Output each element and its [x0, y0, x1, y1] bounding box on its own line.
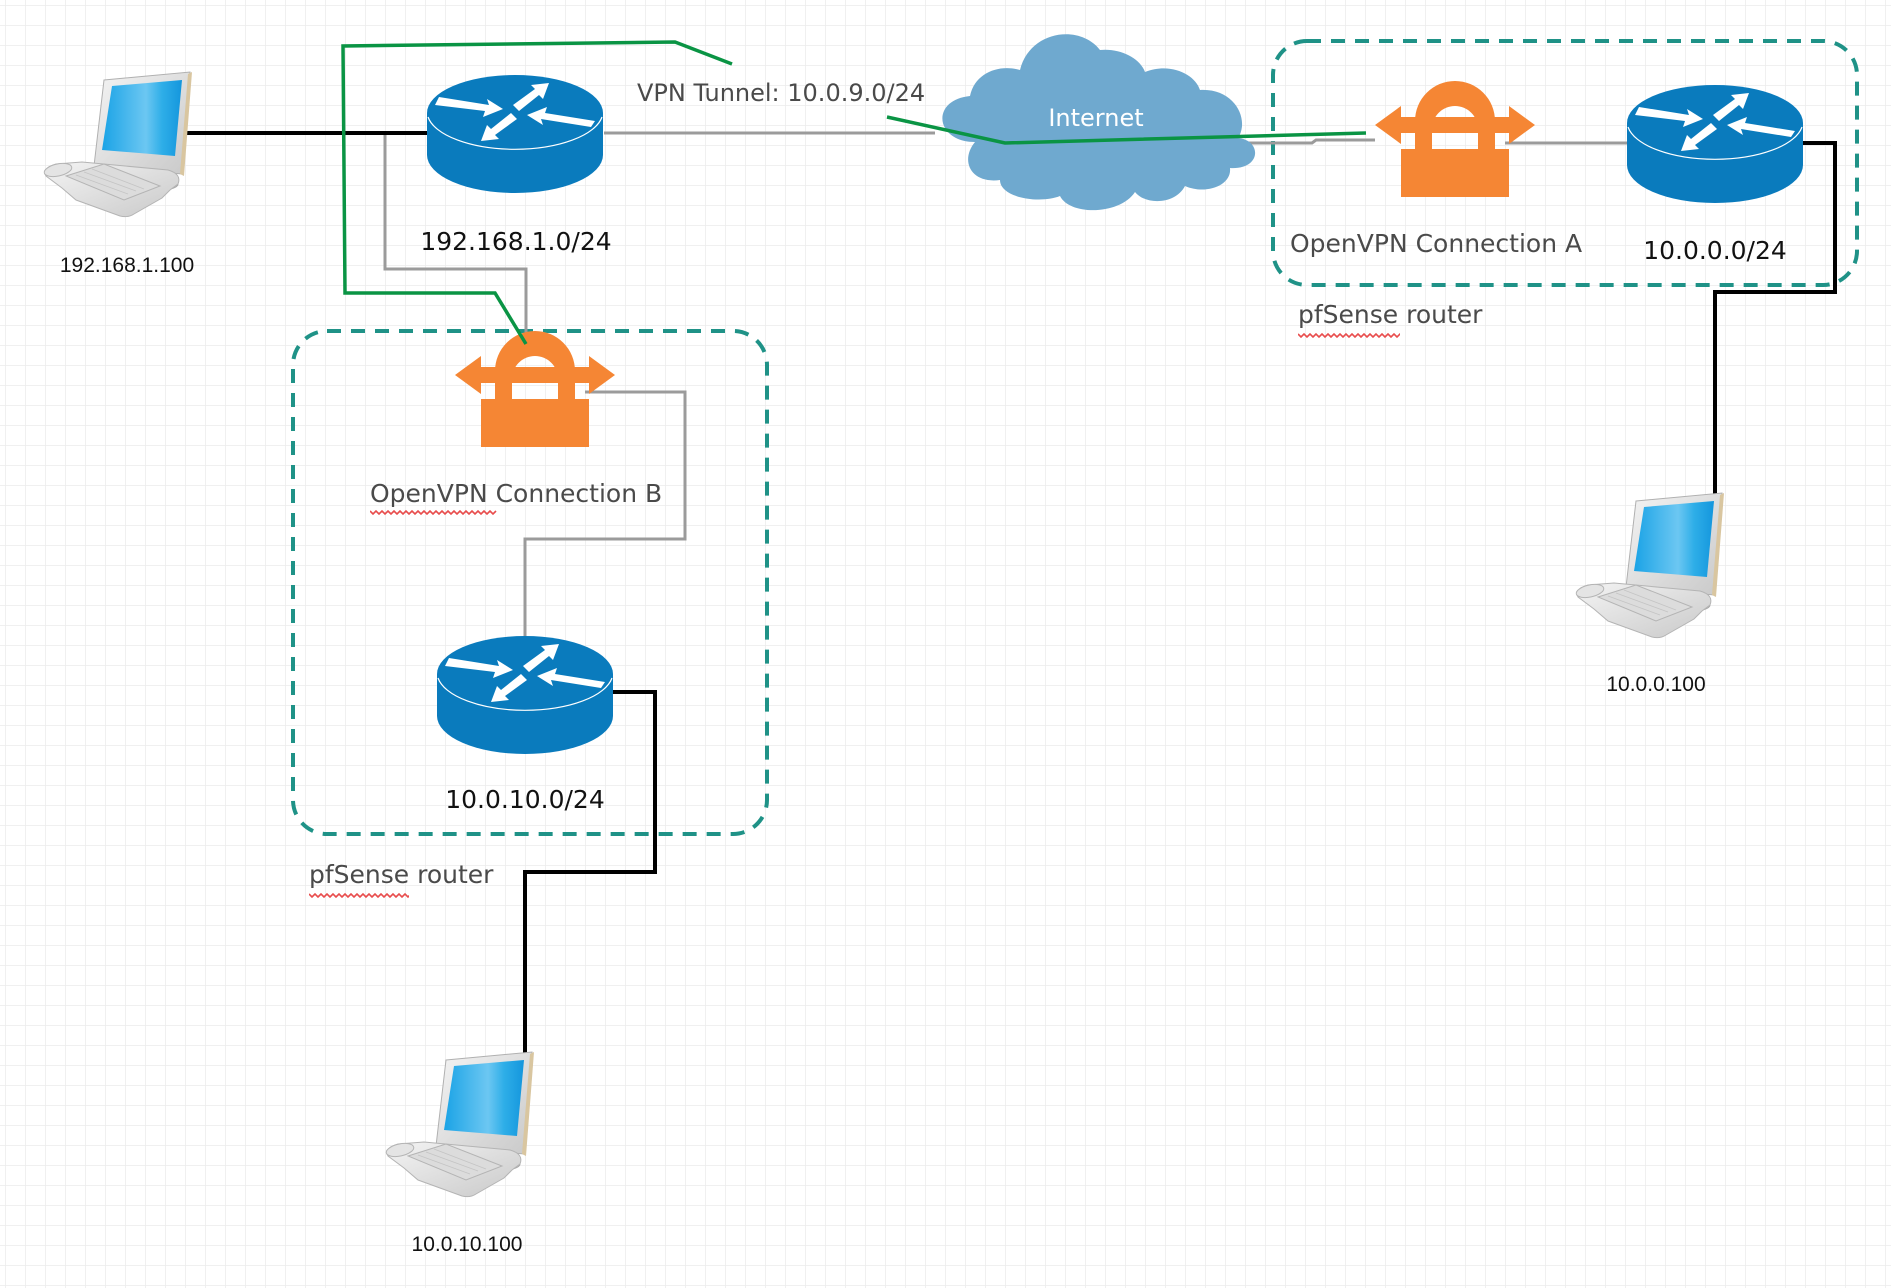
openvpn-a-lock-icon[interactable] — [1375, 81, 1535, 197]
vpn-tunnel-label: VPN Tunnel: 10.0.9.0/24 — [637, 79, 925, 107]
link-internet-to-openvpn-a[interactable] — [1235, 138, 1375, 145]
host-10-0-0-100-label: 10.0.0.100 — [1606, 673, 1705, 696]
router-icon-10-0-0-0[interactable] — [1626, 84, 1804, 204]
internet-label: Internet — [1048, 104, 1143, 132]
router-icon-192-168-1-0[interactable] — [426, 74, 604, 194]
openvpn-a-label: OpenVPN Connection A — [1290, 229, 1582, 258]
lan-router-b-to-host-b[interactable] — [523, 690, 657, 1053]
vpn-tunnel-line-internet-segment[interactable] — [886, 115, 1367, 145]
router-10-0-10-0-label: 10.0.10.0/24 — [445, 785, 605, 814]
router-10-0-0-0-label: 10.0.0.0/24 — [1643, 236, 1787, 265]
vpn-tunnel-line[interactable] — [341, 40, 733, 345]
internet-cloud-icon[interactable] — [942, 34, 1256, 211]
openvpn-b-label: OpenVPN Connection B — [370, 479, 662, 508]
openvpn-b-lock-icon[interactable] — [455, 331, 615, 447]
link-openvpn-b-to-router-b[interactable] — [523, 390, 687, 636]
pfsense-a-label: pfSense router — [1298, 300, 1483, 329]
host-192-168-1-100-label: 192.168.1.100 — [60, 254, 194, 277]
router-192-168-1-0-label: 192.168.1.0/24 — [420, 227, 611, 256]
pfsense-b-label: pfSense router — [309, 860, 494, 889]
host-10-0-10-100-label: 10.0.10.100 — [412, 1233, 523, 1256]
lan-router-a-to-host-a[interactable] — [1713, 141, 1837, 494]
link-router-to-openvpn-b[interactable] — [383, 133, 528, 344]
pfsense-group-a-border[interactable] — [1271, 39, 1859, 287]
router-icon-10-0-10-0[interactable] — [436, 635, 614, 755]
pfsense-group-b-border[interactable] — [291, 329, 769, 836]
